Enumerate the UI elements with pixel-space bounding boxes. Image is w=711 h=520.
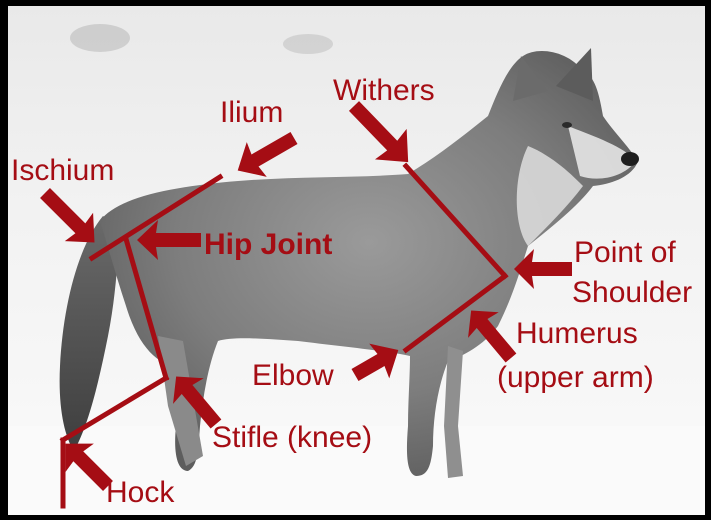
background-spot — [70, 24, 130, 52]
label-ischium: Ischium — [11, 156, 114, 186]
label-hock: Hock — [106, 478, 174, 508]
wolf-front-leg — [444, 346, 463, 478]
label-ilium: Ilium — [220, 98, 283, 128]
label-stifle: Stifle (knee) — [212, 423, 372, 453]
label-hip-joint: Hip Joint — [204, 230, 332, 260]
label-humerus-line1: Humerus — [516, 319, 638, 349]
label-point-of-shoulder-line2: Shoulder — [572, 278, 692, 308]
label-elbow: Elbow — [252, 361, 334, 391]
label-withers: Withers — [333, 76, 435, 106]
wolf-eye — [562, 122, 572, 128]
label-humerus-line2: (upper arm) — [497, 363, 654, 393]
photo-area: Withers Ilium Ischium Hip Joint Point of… — [8, 6, 705, 515]
background-spot — [283, 34, 333, 54]
ilium-arrow — [228, 121, 304, 188]
wolf-nose — [621, 152, 639, 166]
label-point-of-shoulder-line1: Point of — [574, 238, 676, 268]
